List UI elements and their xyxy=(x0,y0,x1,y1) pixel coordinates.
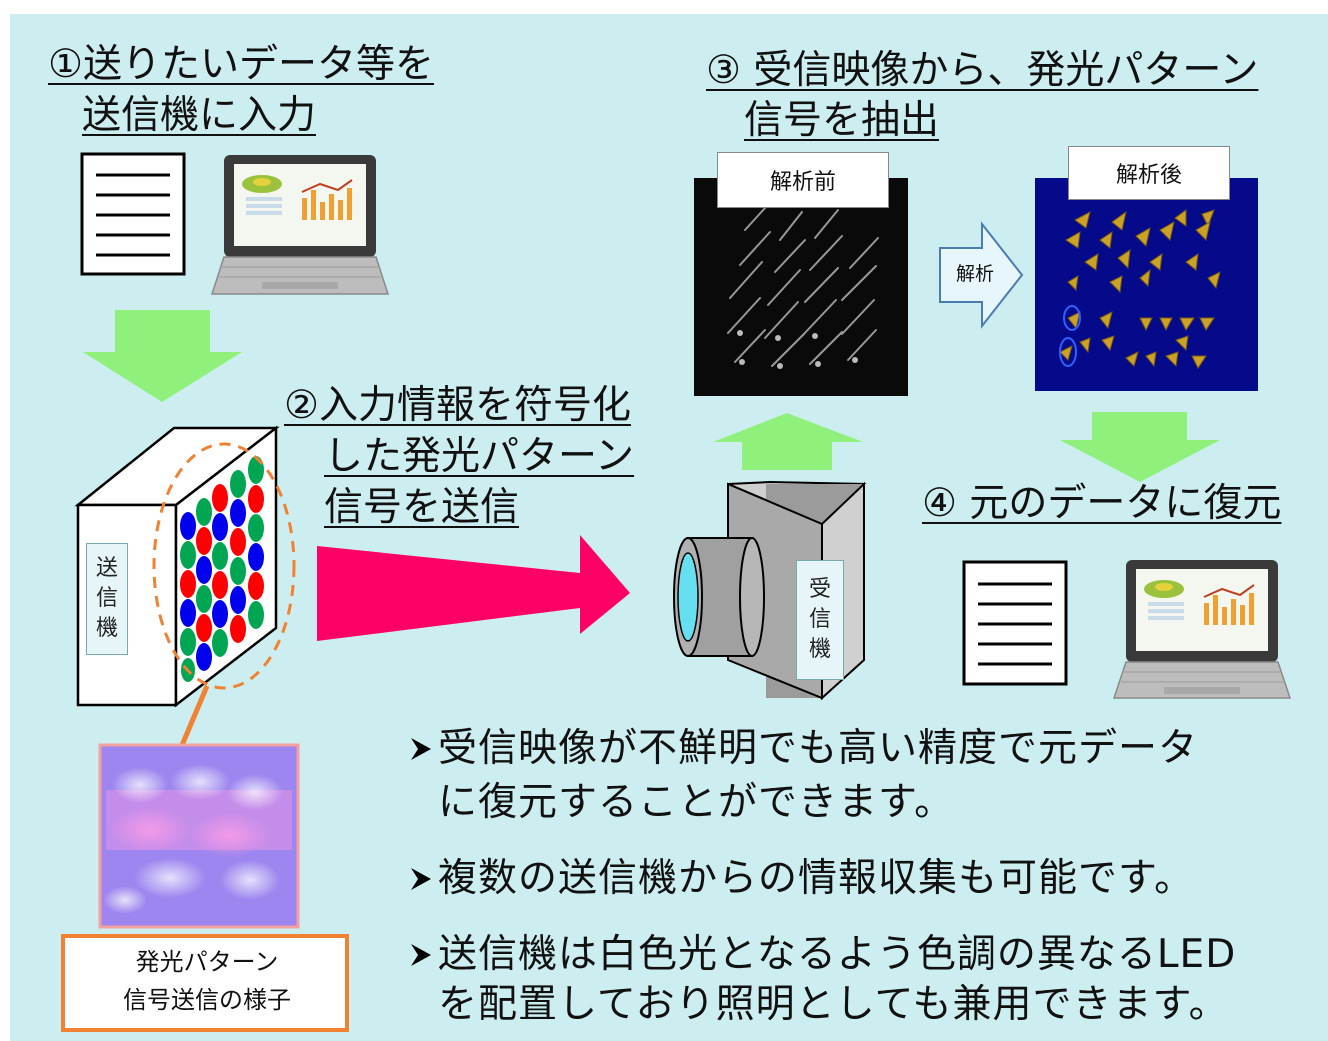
step2-heading-line3: 信号を送信 xyxy=(324,485,520,530)
led-array xyxy=(180,456,264,682)
laptop-icon-restored xyxy=(1112,560,1292,699)
transmitter-char-3: 機 xyxy=(95,616,118,641)
before-analysis-image xyxy=(694,178,908,396)
receiver-char-3: 機 xyxy=(808,637,831,662)
flow-arrow-down-1 xyxy=(83,310,242,402)
caption-line1: 発光パターン xyxy=(135,948,279,976)
receiver-char-1: 受 xyxy=(808,577,831,602)
step3-heading-line1: ③ 受信映像から、発光パターン xyxy=(706,48,1259,93)
bullet-marker-2 xyxy=(411,868,431,890)
bullet-3-line2: を配置しており照明としても兼用できます。 xyxy=(438,982,1229,1027)
caption-line2: 信号送信の様子 xyxy=(123,986,291,1014)
emission-photo xyxy=(98,743,300,929)
step2-heading-line1: ②入力情報を符号化 xyxy=(284,383,631,428)
transmitter-char-1: 送 xyxy=(95,556,118,581)
bullet-2-line1: 複数の送信機からの情報収集も可能です。 xyxy=(438,856,1195,901)
step2-heading-line2: した発光パターン xyxy=(324,434,635,479)
receiver-label: 受 信 機 xyxy=(796,560,844,680)
bullet-marker-3 xyxy=(411,944,431,966)
after-analysis-image xyxy=(1035,178,1258,391)
step1-heading-line2: 送信機に入力 xyxy=(82,93,317,138)
transmitter-label: 送 信 機 xyxy=(86,543,128,655)
callout-line xyxy=(177,685,210,751)
bullet-3-line1: 送信機は白色光となるよう色調の異なるLED xyxy=(438,932,1237,977)
document-icon-restored xyxy=(962,560,1068,686)
laptop-icon xyxy=(210,155,390,295)
bullet-1-line1: 受信映像が不鮮明でも高い精度で元データ xyxy=(438,726,1199,771)
led-highlight-ellipse xyxy=(152,442,296,690)
flow-arrow-up xyxy=(713,413,863,470)
caption-box xyxy=(61,934,349,1032)
signal-arrow xyxy=(317,535,630,641)
step4-heading: ④ 元のデータに復元 xyxy=(922,481,1282,526)
receiver-char-2: 信 xyxy=(808,607,831,632)
transmitter-char-2: 信 xyxy=(95,586,118,611)
step1-heading-line1: ①送りたいデータ等を xyxy=(48,42,434,87)
analysis-arrow xyxy=(939,221,1024,329)
before-analysis-label: 解析前 xyxy=(717,152,889,208)
analysis-arrow-label: 解析 xyxy=(956,263,995,285)
bullet-1-line2: に復元することができます。 xyxy=(438,780,955,825)
flow-arrow-down-2 xyxy=(1060,412,1220,482)
after-analysis-label: 解析後 xyxy=(1068,146,1230,200)
bullet-marker-1 xyxy=(411,738,431,760)
step3-heading-line2: 信号を抽出 xyxy=(744,98,940,143)
document-icon xyxy=(80,152,186,276)
